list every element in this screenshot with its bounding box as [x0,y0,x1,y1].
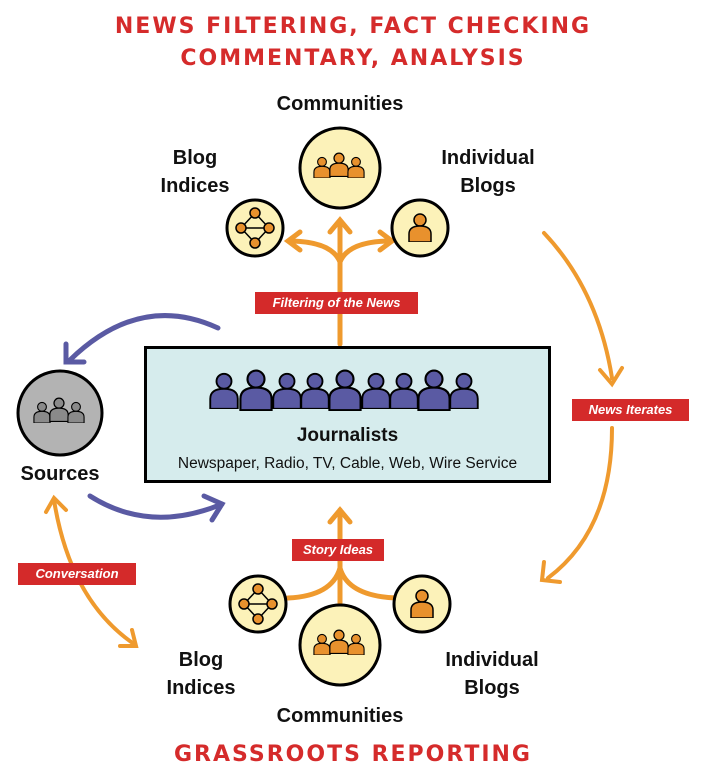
bottom-blog-indices-node [228,574,288,634]
arrowhead-top-communities [327,216,353,235]
journalists-icon [209,369,479,411]
journalists-title: Journalists [296,425,399,446]
tag-conversation: Conversation [18,563,136,585]
top-blog-indices-node [225,198,285,258]
network-icon [238,583,278,625]
arrow-from-bottom-individual-blogs [337,565,399,601]
news-iterates-arrow [539,231,624,584]
arrowhead-bottom-to-journalists [327,506,353,525]
arrow-to-top-individual-blogs [337,238,391,265]
arrowhead-top-individual-blogs [377,229,397,253]
top-heading-line1: NEWS FILTERING, FACT CHECKING [114,14,592,39]
arrowhead-to-journalists [201,493,226,523]
journalists-box: Journalists Newspaper, Radio, TV, Cable,… [144,346,551,483]
arrowhead-to-sources [63,341,87,365]
bottom-individual-blogs-label: Individual Blogs [445,649,539,699]
sources-label: Sources [20,463,100,485]
conversation-arrow [44,494,139,648]
tag-filtering-of-the-news: Filtering of the News [255,292,418,314]
bottom-communities-label: Communities [276,705,404,727]
arrow-from-bottom-blog-indices [285,565,343,601]
top-communities-label: Communities [276,93,404,115]
arrow-to-top-blog-indices [289,238,343,265]
tag-news-iterates: News Iterates [572,399,689,421]
bottom-blog-indices-label: Blog Indices [166,649,236,699]
bottom-heading: GRASSROOTS REPORTING [174,742,532,767]
sources-node [16,369,104,457]
bottom-individual-blogs-node [392,574,452,634]
top-blog-indices-label: Blog Indices [160,147,230,197]
top-individual-blogs-node [390,198,450,258]
top-fan-arrows [283,216,397,347]
network-icon [235,207,275,249]
arrowhead-top-blog-indices [283,229,303,253]
top-communities-node [298,126,382,210]
bottom-communities-node [298,603,382,687]
arrow-journalists-to-sources [67,313,221,363]
arrow-sources-to-journalists [87,493,225,520]
sources-arrows [63,313,226,523]
journalists-subtitle: Newspaper, Radio, TV, Cable, Web, Wire S… [177,455,518,472]
tag-story-ideas: Story Ideas [292,539,384,561]
top-heading-line2: COMMENTARY, ANALYSIS [180,46,526,71]
top-individual-blogs-label: Individual Blogs [441,147,535,197]
